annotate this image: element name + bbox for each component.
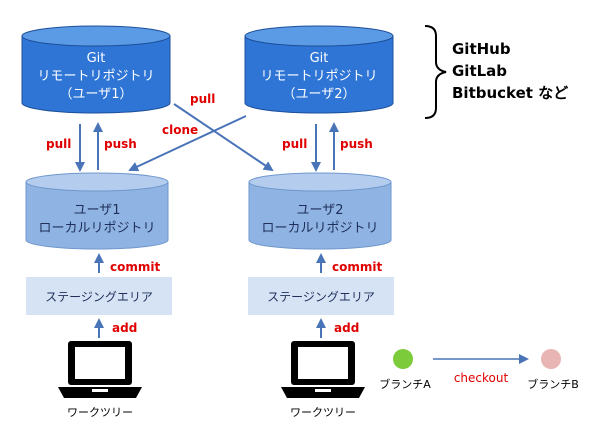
commit-label-1: commit — [110, 260, 160, 274]
hosts-bracket — [424, 25, 447, 119]
checkout-label: checkout — [454, 371, 509, 385]
remote1-title: Git — [87, 51, 106, 66]
staging-area-1 — [26, 277, 172, 315]
remote-repository-user1: Git リモートリポジトリ （ユーザ1） — [21, 25, 171, 114]
branch-a-dot — [393, 349, 413, 369]
push-label-2: push — [340, 137, 373, 151]
branch-a-label: ブランチA — [379, 377, 431, 391]
clone-label: clone — [162, 123, 198, 137]
local1-title: ユーザ1 — [73, 203, 120, 218]
laptop-icon — [281, 341, 365, 398]
branch-b-dot — [541, 349, 561, 369]
staging-area-2 — [248, 277, 394, 315]
staging-area-2-label: ステージングエリア — [267, 290, 375, 304]
local2-title: ユーザ2 — [296, 203, 343, 218]
local-repository-user2: ユーザ2 ローカルリポジトリ — [248, 172, 392, 250]
remote2-owner: （ユーザ2） — [282, 87, 355, 102]
local1-subtitle: ローカルリポジトリ — [38, 221, 155, 236]
push-label-1: push — [104, 137, 137, 151]
clone-arrow — [128, 115, 247, 172]
worktree-label-2: ワークツリー — [290, 406, 356, 419]
host-gitlab: GitLab — [452, 62, 507, 80]
local2-subtitle: ローカルリポジトリ — [261, 221, 378, 236]
remote1-owner: （ユーザ1） — [59, 87, 132, 102]
remote2-title: Git — [310, 51, 329, 66]
host-bitbucket: Bitbucket など — [452, 84, 568, 102]
remote1-subtitle: リモートリポジトリ — [37, 69, 154, 84]
host-github: GitHub — [452, 40, 511, 58]
worktree-label-1: ワークツリー — [67, 406, 133, 419]
pull-label-2: pull — [282, 137, 307, 151]
remote2-subtitle: リモートリポジトリ — [260, 69, 377, 84]
laptop-icon — [58, 341, 142, 398]
local-repository-user1: ユーザ1 ローカルリポジトリ — [25, 172, 169, 250]
commit-label-2: commit — [332, 260, 382, 274]
add-label-2: add — [334, 321, 359, 335]
staging-area-1-label: ステージングエリア — [45, 290, 153, 304]
branch-b-label: ブランチB — [527, 377, 579, 391]
add-label-1: add — [112, 321, 137, 335]
cross-pull-label: pull — [190, 92, 215, 106]
cross-pull-arrow — [173, 103, 274, 172]
pull-label-1: pull — [46, 137, 71, 151]
remote-repository-user2: Git リモートリポジトリ （ユーザ2） — [244, 25, 394, 114]
